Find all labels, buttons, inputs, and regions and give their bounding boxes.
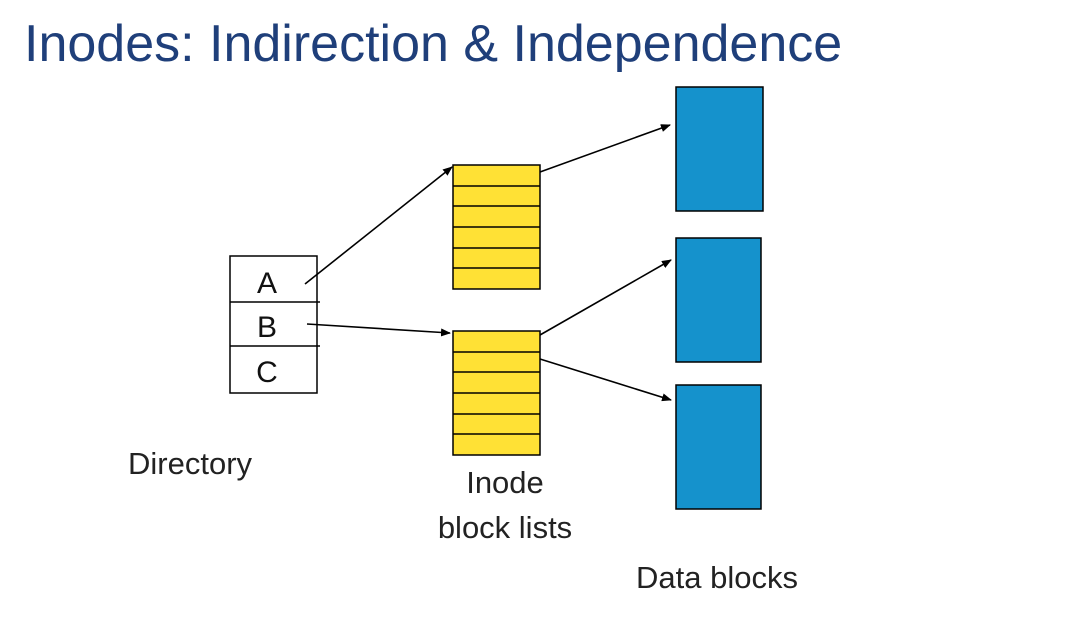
data-blocks-label: Data blocks [636, 560, 798, 595]
directory-entry-c: C [256, 356, 278, 389]
arrow-a-to-inode-1 [304, 166, 453, 285]
inode-block-list-2 [452, 330, 541, 456]
inode-label-line1: Inode [466, 465, 544, 500]
directory-entry-a: A [257, 267, 277, 300]
arrow-b-to-inode-2 [306, 323, 451, 337]
data-block-2 [675, 237, 762, 363]
inode-block-list-1 [452, 164, 541, 290]
data-block-3 [675, 384, 762, 510]
arrow-inode-2-to-block-2 [539, 259, 672, 336]
inode-label-line2: block lists [437, 510, 573, 545]
data-block-1 [675, 86, 764, 212]
arrow-inode-1-to-block-1 [539, 124, 671, 173]
slide-title: Inodes: Indirection & Independence [24, 15, 843, 73]
arrow-inode-2-to-block-3 [539, 358, 672, 402]
directory-label: Directory [128, 446, 253, 481]
directory-entry-b: B [257, 311, 277, 344]
directory-table: A B C [229, 255, 320, 394]
